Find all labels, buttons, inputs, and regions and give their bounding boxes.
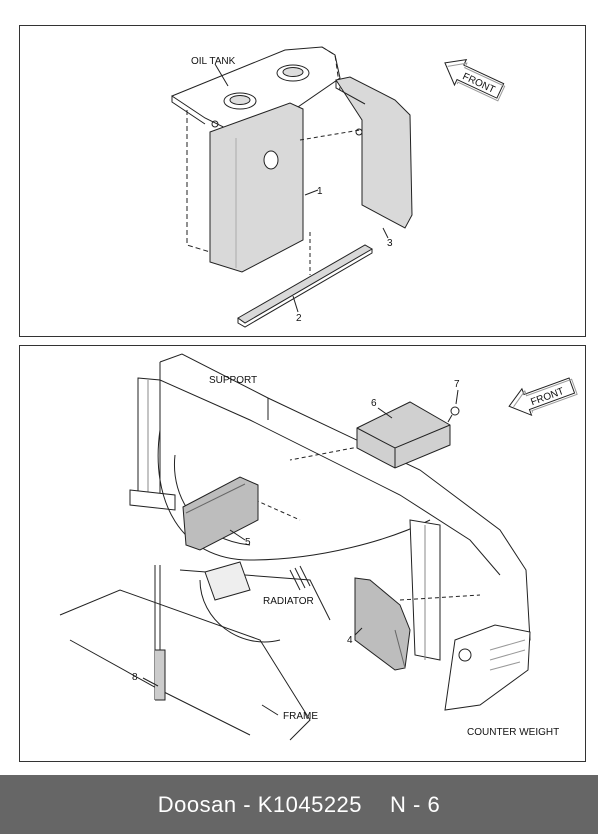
exploded-parts-diagram: OIL TANK 1 2 3 FRONT <box>59 46 578 741</box>
callout-5: 5 <box>245 537 251 548</box>
callout-4: 4 <box>347 635 353 646</box>
part-2-rail <box>237 232 374 328</box>
callout-8: 8 <box>132 672 138 683</box>
part-3-side-cover <box>299 76 413 229</box>
footer-page: N - 6 <box>390 791 441 817</box>
callout-6: 6 <box>371 398 377 409</box>
footer-brand: Doosan <box>157 791 237 817</box>
oil-tank-label: OIL TANK <box>191 56 236 67</box>
callout-2: 2 <box>296 313 302 324</box>
part-6-bracket <box>356 401 451 469</box>
frame-label: FRAME <box>283 711 318 722</box>
footer-dash: - <box>243 791 252 817</box>
part-1-cover-plate <box>209 102 304 273</box>
front-arrow-icon: FRONT <box>508 377 578 417</box>
counter-weight-label: COUNTER WEIGHT <box>467 727 559 738</box>
front-arrow-icon: FRONT <box>444 58 506 102</box>
callout-7: 7 <box>454 379 460 390</box>
footer-bar: Doosan - K1045225 N - 6 <box>0 775 598 834</box>
radiator-label: RADIATOR <box>263 596 314 607</box>
callout-3: 3 <box>387 238 393 249</box>
oil-tank-drawing <box>170 46 341 253</box>
support-frame-drawing <box>59 353 531 741</box>
support-label: SUPPORT <box>209 375 257 386</box>
part-5-pad <box>182 476 259 551</box>
part-4-counter-pad <box>354 577 411 671</box>
part-7-bolt <box>447 406 460 423</box>
callout-1: 1 <box>317 186 323 197</box>
footer-part-number: K1045225 <box>257 791 363 817</box>
